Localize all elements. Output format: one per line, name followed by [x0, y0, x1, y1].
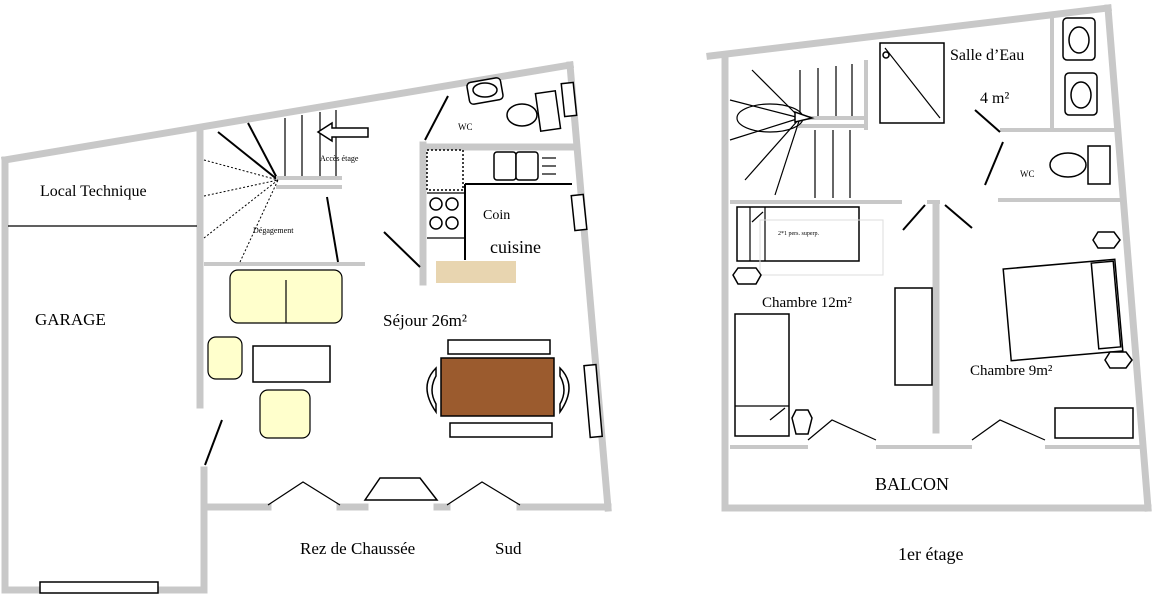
staircase: [203, 110, 369, 263]
garage-door: [39, 581, 159, 594]
label-wc-1: WC: [1020, 169, 1035, 179]
orientation-label: Sud: [495, 539, 522, 558]
label-wc: WC: [458, 122, 473, 132]
label-balcon: BALCON: [875, 474, 949, 494]
first-floor-title: 1er étage: [898, 544, 963, 564]
label-chambre-9: Chambre 9m²: [970, 363, 1053, 379]
bedroom-furniture: [732, 206, 1134, 439]
label-coin: Coin: [483, 208, 510, 223]
ground-floor-plan: Local Technique GARAGE Dégagement Accès …: [0, 60, 612, 594]
wc-fixtures: [466, 77, 562, 133]
bathroom-fixtures: [879, 17, 1111, 185]
ground-floor-title: Rez de Chaussée: [300, 539, 415, 558]
dining-table: [440, 357, 555, 417]
label-degagement: Dégagement: [253, 226, 294, 235]
walls: [0, 60, 612, 594]
single-bed: [734, 313, 790, 437]
label-bunk-bed: 2*1 pers. superp.: [778, 231, 819, 237]
kitchen: [426, 149, 572, 283]
label-chambre-12: Chambre 12m²: [762, 295, 852, 311]
label-local-technique: Local Technique: [40, 183, 147, 200]
hearth: [436, 261, 516, 283]
label-sejour: Séjour 26m²: [383, 311, 467, 330]
arrow-left-icon: [316, 121, 369, 143]
label-acces-etage: Accès étage: [320, 154, 359, 163]
label-cuisine: cuisine: [490, 237, 541, 257]
living-furniture: [207, 269, 570, 439]
label-salle-eau-area: 4 m²: [980, 90, 1009, 107]
first-floor-plan: Salle d’Eau 4 m² WC 2*1 pers. superp. Ch…: [706, 4, 1152, 564]
arrow-icon: [794, 110, 815, 123]
staircase: [729, 64, 866, 198]
bunk-bed: [736, 206, 860, 262]
label-garage: GARAGE: [35, 310, 106, 329]
label-salle-eau: Salle d’Eau: [950, 47, 1024, 64]
